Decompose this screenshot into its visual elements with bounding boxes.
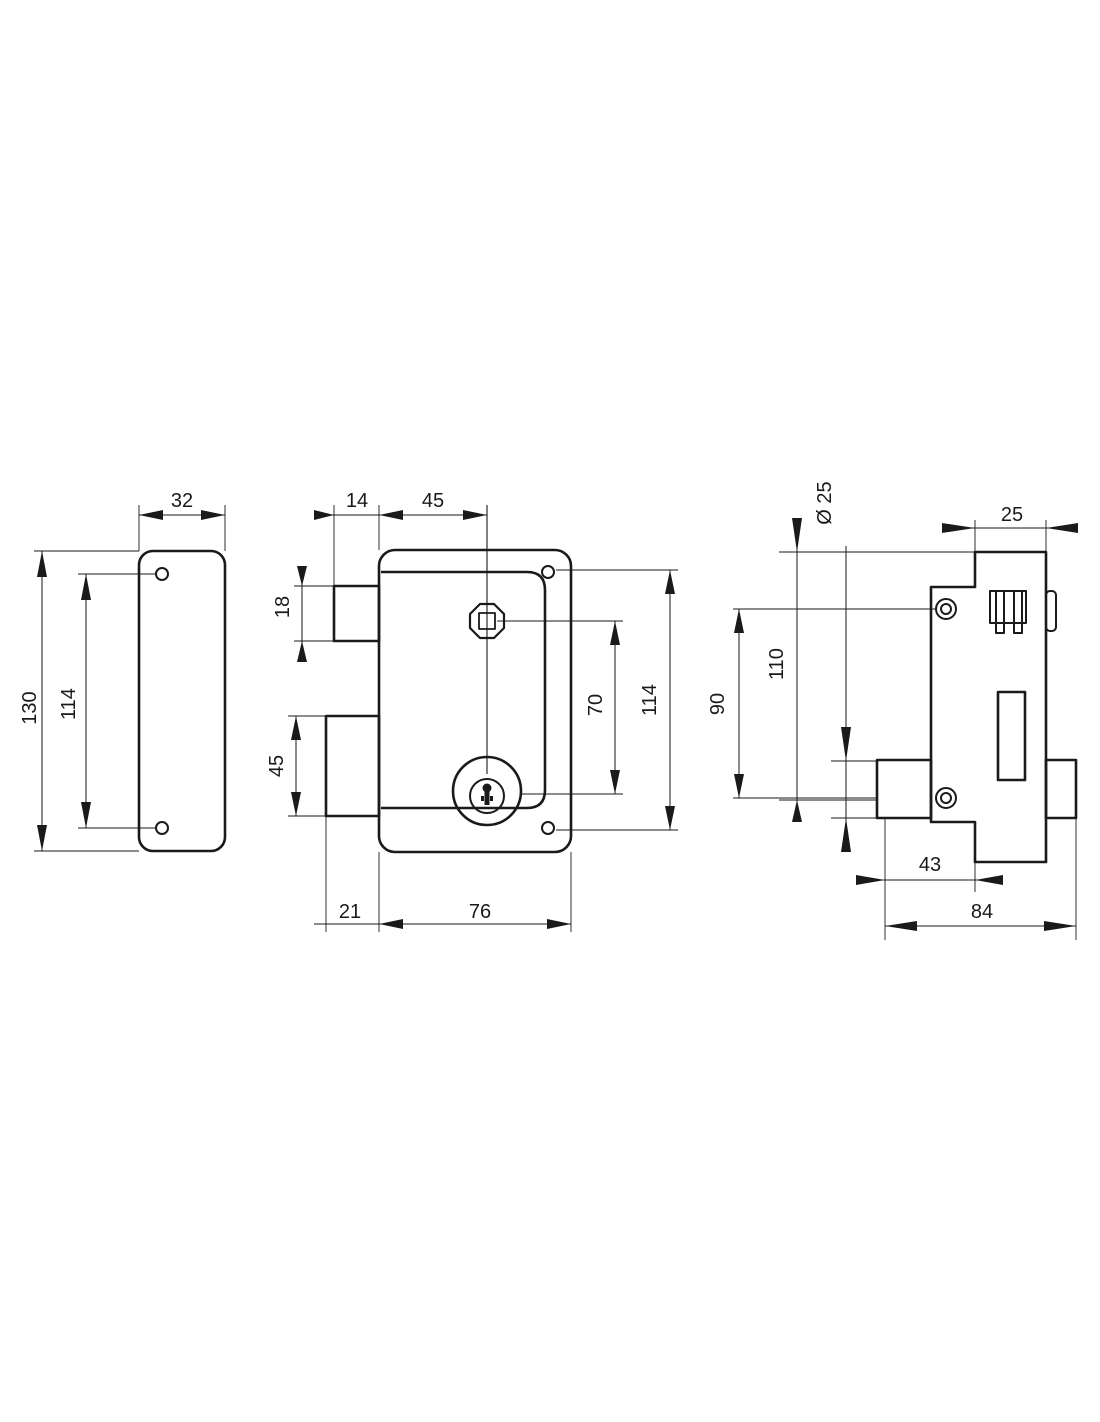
lower-bolt xyxy=(324,714,381,818)
overall-depth-dimension: 84 xyxy=(885,818,1077,940)
overall-depth-label: 84 xyxy=(971,901,993,923)
side-body-outline xyxy=(929,550,1048,864)
axis-spacing-label: 70 xyxy=(585,694,607,716)
case-top-screw xyxy=(541,565,555,579)
side-right-bolt xyxy=(1044,758,1078,820)
plate-height-label: 130 xyxy=(19,691,41,724)
strike-plate-outline xyxy=(137,549,227,853)
side-latch xyxy=(989,590,1057,634)
top-projection-label: 25 xyxy=(1001,504,1023,526)
key-cylinder xyxy=(451,755,523,827)
lock-side-view: Ø 25 110 90 25 xyxy=(707,481,1078,940)
case-depth-label: 43 xyxy=(919,854,941,876)
follower-offset-label: 45 xyxy=(422,490,444,512)
lock-front-view: 14 45 18 45 70 xyxy=(266,490,678,932)
lock-case-inner-panel xyxy=(381,570,547,810)
case-hole-spacing-label: 114 xyxy=(639,684,661,716)
side-hole-spacing-dimension: 90 xyxy=(707,608,936,799)
side-height-dimension: 110 xyxy=(766,518,975,822)
case-bottom-screw xyxy=(541,821,555,835)
plate-hole-spacing-label: 114 xyxy=(58,688,80,720)
bolt-projection-label: 21 xyxy=(339,901,361,923)
plate-height-dimension: 130 xyxy=(19,550,139,852)
side-top-screw xyxy=(935,598,957,620)
bottom-width-dimension: 21 76 xyxy=(314,816,572,932)
bolt-offset-dimension: 14 45 xyxy=(314,490,487,586)
plate-hole-spacing-dimension: 114 xyxy=(58,573,156,829)
case-depth-dimension: 43 xyxy=(856,818,1003,940)
side-height-label: 110 xyxy=(766,648,788,680)
side-cylinder-body xyxy=(875,758,933,820)
cylinder-diameter-dimension: Ø 25 xyxy=(814,481,877,852)
case-width-label: 76 xyxy=(469,901,491,923)
keyhole-icon xyxy=(481,783,493,805)
bolt-offset-label: 14 xyxy=(346,490,368,512)
cylinder-diameter-label: Ø 25 xyxy=(814,481,836,524)
lock-case-outline xyxy=(377,548,573,854)
top-projection-dimension: 25 xyxy=(942,504,1078,552)
case-hole-spacing-dimension: 114 xyxy=(556,569,678,831)
axis-spacing-dimension: 70 xyxy=(497,620,623,795)
upper-bolt xyxy=(332,584,381,643)
upper-bolt-height-label: 18 xyxy=(272,596,294,618)
strike-plate-view: 32 130 114 xyxy=(19,490,227,853)
upper-bolt-height-dimension: 18 xyxy=(272,566,334,662)
plate-bottom-hole xyxy=(155,821,169,835)
plate-top-hole xyxy=(155,567,169,581)
lower-bolt-height-label: 45 xyxy=(266,755,288,777)
side-hole-spacing-label: 90 xyxy=(707,693,729,715)
lower-bolt-height-dimension: 45 xyxy=(266,715,326,817)
plate-width-label: 32 xyxy=(171,490,193,512)
plate-width-dimension: 32 xyxy=(138,490,226,551)
side-bottom-screw xyxy=(935,787,957,809)
side-slot xyxy=(996,690,1027,782)
